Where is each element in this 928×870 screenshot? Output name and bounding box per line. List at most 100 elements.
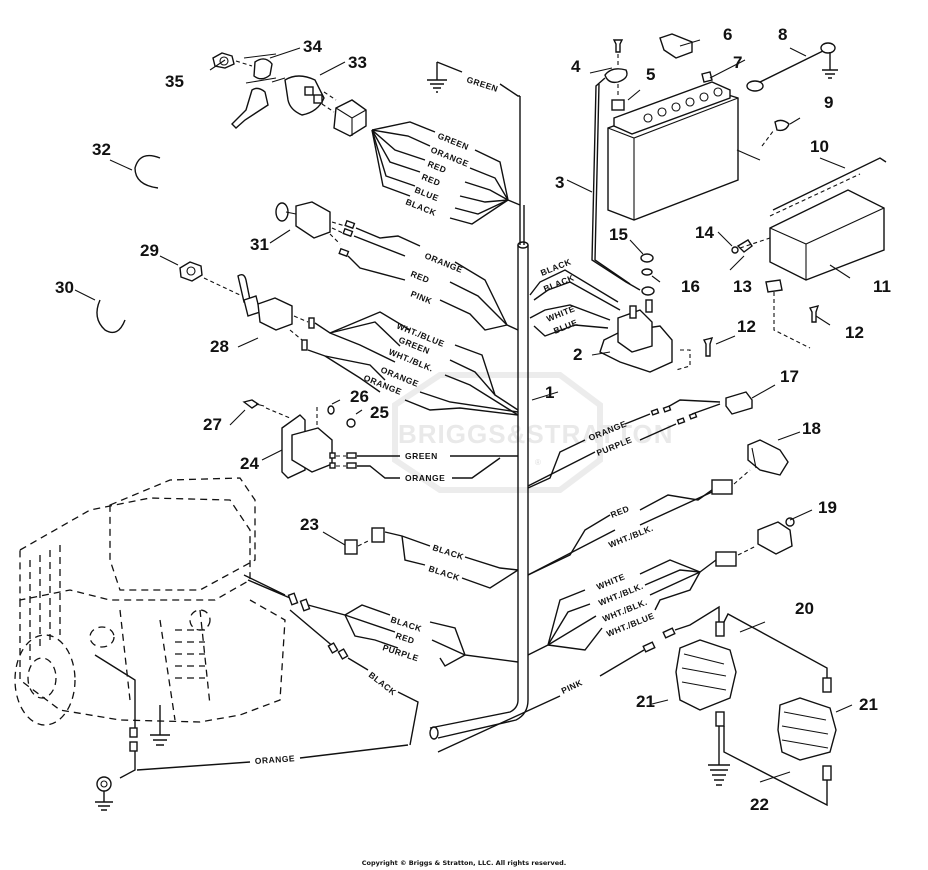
- connector-23: BLACK BLACK: [344, 527, 519, 589]
- callout-7: 7: [733, 53, 742, 72]
- clamp-9: [774, 119, 790, 132]
- ground-wire-top: GREEN: [427, 61, 520, 97]
- washer-26: [327, 405, 335, 415]
- callout-4: 4: [571, 57, 581, 76]
- headlight-21-left: [675, 639, 737, 711]
- wire-label-sw31-orange: ORANGE: [423, 251, 464, 275]
- callout-12-left: 12: [737, 317, 756, 336]
- snap-ring-32: [134, 154, 161, 189]
- copyright-notice: Copyright © Briggs & Stratton, LLC. All …: [361, 859, 567, 867]
- callout-19: 19: [818, 498, 837, 517]
- switch-18: RED WHT./BLK.: [527, 439, 789, 576]
- wing-nut-13: [736, 239, 753, 253]
- callout-3: 3: [555, 173, 564, 192]
- ignition-harness: GREEN ORANGE RED RED BLUE BLACK: [371, 121, 521, 225]
- nut-25: [346, 418, 356, 428]
- callout-5: 5: [646, 65, 655, 84]
- callout-25: 25: [370, 403, 389, 422]
- headlight-21-right: [777, 697, 837, 761]
- ignition-switch-assembly: [212, 52, 367, 137]
- callout-21-right: 21: [859, 695, 878, 714]
- wire-20-harness: [723, 613, 828, 678]
- callout-9: 9: [824, 93, 833, 112]
- wire-20-feed: [674, 605, 720, 631]
- lock-washer-16: [641, 268, 653, 276]
- battery: [607, 81, 761, 221]
- wire-label-mod24-green: GREEN: [405, 451, 438, 461]
- callout-24: 24: [240, 454, 259, 473]
- starter-solenoid-2: BLACK BLACK WHITE BLUE: [529, 253, 714, 373]
- callout-18: 18: [802, 419, 821, 438]
- washer-14: [731, 246, 739, 254]
- engine-outline: [14, 477, 286, 746]
- callout-34: 34: [303, 37, 322, 56]
- callout-27: 27: [203, 415, 222, 434]
- callout-30: 30: [55, 278, 74, 297]
- callout-13: 13: [733, 277, 752, 296]
- callout-32: 32: [92, 140, 111, 159]
- ignition-key-34: [253, 58, 273, 80]
- callout-numbers: 1 2 3 4 5 6 7 8 9 10 11 12 12 13 14 15 1…: [55, 25, 891, 814]
- callout-16: 16: [681, 277, 700, 296]
- callout-26: 26: [350, 387, 369, 406]
- callout-22: 22: [750, 795, 769, 814]
- callout-12-right: 12: [845, 323, 864, 342]
- callout-8: 8: [778, 25, 787, 44]
- main-harness-trunk: [429, 96, 529, 740]
- screw-27: [242, 399, 260, 409]
- callout-2: 2: [573, 345, 582, 364]
- watermark-text: BRIGGS&STRATTON: [398, 419, 673, 449]
- wire-label-pink: PINK: [560, 677, 585, 696]
- retaining-ring-30: [96, 299, 126, 334]
- wire-label-eng-black: BLACK: [389, 614, 423, 634]
- battery-tray-11: [769, 189, 885, 281]
- wire-22-harness: [723, 726, 828, 807]
- callout-28: 28: [210, 337, 229, 356]
- headlight-assembly: PINK: [437, 605, 837, 807]
- module-24-assembly: GREEN ORANGE: [242, 399, 518, 483]
- callout-11: 11: [873, 277, 891, 296]
- hex-nut-29: [179, 261, 203, 282]
- wire-label-bottom-orange: ORANGE: [254, 753, 295, 766]
- screw-12-right: [808, 305, 820, 323]
- wire-label-ign-red-2: RED: [420, 172, 442, 189]
- wire-label-eng-red: RED: [394, 630, 416, 646]
- callout-14: 14: [695, 223, 714, 242]
- switch-19: WHITE WHT./BLK. WHT./BLK. WHT./BLUE: [527, 517, 795, 656]
- wire-label-23-black-2: BLACK: [427, 563, 461, 583]
- ground-terminal: [96, 776, 112, 792]
- ground-cable-8: [746, 80, 764, 92]
- callout-21-left: 21: [636, 692, 655, 711]
- hold-down-7: [701, 71, 713, 83]
- callout-29: 29: [140, 241, 159, 260]
- wire-label-18-wht-blk: WHT./BLK.: [607, 523, 655, 550]
- callout-23: 23: [300, 515, 319, 534]
- bolt-4: [612, 39, 624, 53]
- callout-31: 31: [250, 235, 269, 254]
- callout-17: 17: [780, 367, 799, 386]
- screw-12-left: [702, 337, 714, 357]
- wire-label-eng-purple: PURPLE: [381, 642, 420, 663]
- wire-label-ground-green: GREEN: [465, 74, 499, 94]
- terminal-nut-5: [611, 99, 625, 111]
- callout-33: 33: [348, 53, 367, 72]
- callout-6: 6: [723, 25, 732, 44]
- callout-35: 35: [165, 72, 184, 91]
- toggle-switch-28: WHT./BLUE GREEN WHT./BLK. ORANGE ORANGE: [179, 261, 519, 416]
- callout-10: 10: [810, 137, 829, 156]
- wire-label-sw31-red: RED: [409, 269, 431, 286]
- callout-20: 20: [795, 599, 814, 618]
- wire-label-sw31-pink: PINK: [409, 289, 434, 307]
- ignition-connector: [333, 99, 367, 137]
- callout-15: 15: [609, 225, 628, 244]
- nut-15: [640, 253, 654, 263]
- callout-1: 1: [545, 383, 554, 402]
- hold-down-rod-10: [772, 157, 887, 211]
- engine-harness: BLACK RED PURPLE BLACK ORANGE: [95, 574, 519, 811]
- wire-label-eng-ground-black: BLACK: [367, 670, 399, 698]
- wire-label-18-red: RED: [609, 503, 631, 520]
- terminal-cover-6: [659, 33, 693, 59]
- wire-label-mod24-orange: ORANGE: [405, 473, 445, 483]
